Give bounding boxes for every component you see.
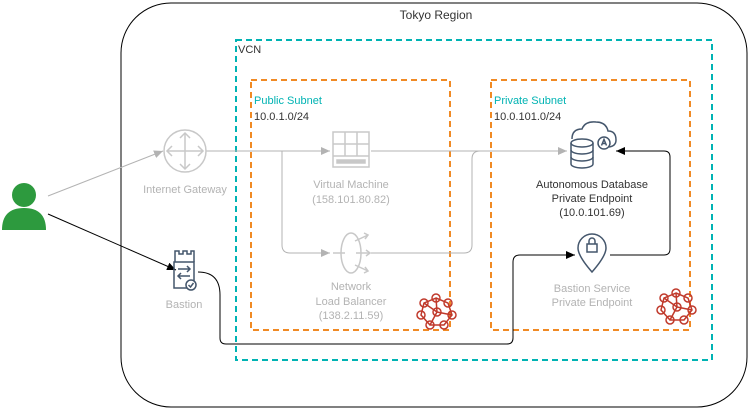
load-balancer-icon [333,232,372,274]
internet-gateway-icon [163,129,207,173]
autonomous-database-icon [570,121,617,169]
internet-gateway-label: Internet Gateway [143,184,227,196]
lb-label-line1: Network [330,281,372,293]
vm-label-line1: Virtual Machine [313,179,389,191]
vm-label-line2: (158.101.80.82) [312,194,390,206]
private-subnet-container [490,79,691,331]
db-label-line1: Autonomous Database [536,179,648,191]
lb-label-line3: (138.2.11.59) [318,310,384,322]
virtual-machine-icon [332,131,370,168]
region-container [120,2,748,408]
bastion-service-label-line2: Private Endpoint [551,297,633,309]
private-subnet-cidr: 10.0.101.0/24 [494,111,562,123]
connector-bastion-to-endpoint [197,251,575,345]
private-subnet-icon [656,288,697,325]
public-subnet-cidr: 10.0.1.0/24 [254,111,310,123]
db-label-line2: Private Endpoint [551,193,633,205]
user-icon [2,183,46,230]
vcn-label: VCN [238,44,262,56]
public-subnet-container [250,79,451,331]
bastion-label: Bastion [165,299,203,311]
bastion-icon [173,250,197,291]
db-label-line3: (10.0.101.69) [559,207,625,219]
connector-user-to-gateway [47,150,164,197]
private-endpoint-icon [577,233,607,274]
connector-endpoint-to-db [610,147,671,256]
vcn-container [235,39,713,361]
private-subnet-title: Private Subnet [494,95,567,107]
lb-label-line2: Load Balancer [315,296,387,308]
connector-gateway-to-lb [281,151,330,257]
public-subnet-title: Public Subnet [254,95,322,107]
public-subnet-icon [416,293,457,330]
connector-user-to-bastion [47,213,177,271]
bastion-service-label-line1: Bastion Service [553,283,631,295]
region-label: Tokyo Region [399,8,473,22]
